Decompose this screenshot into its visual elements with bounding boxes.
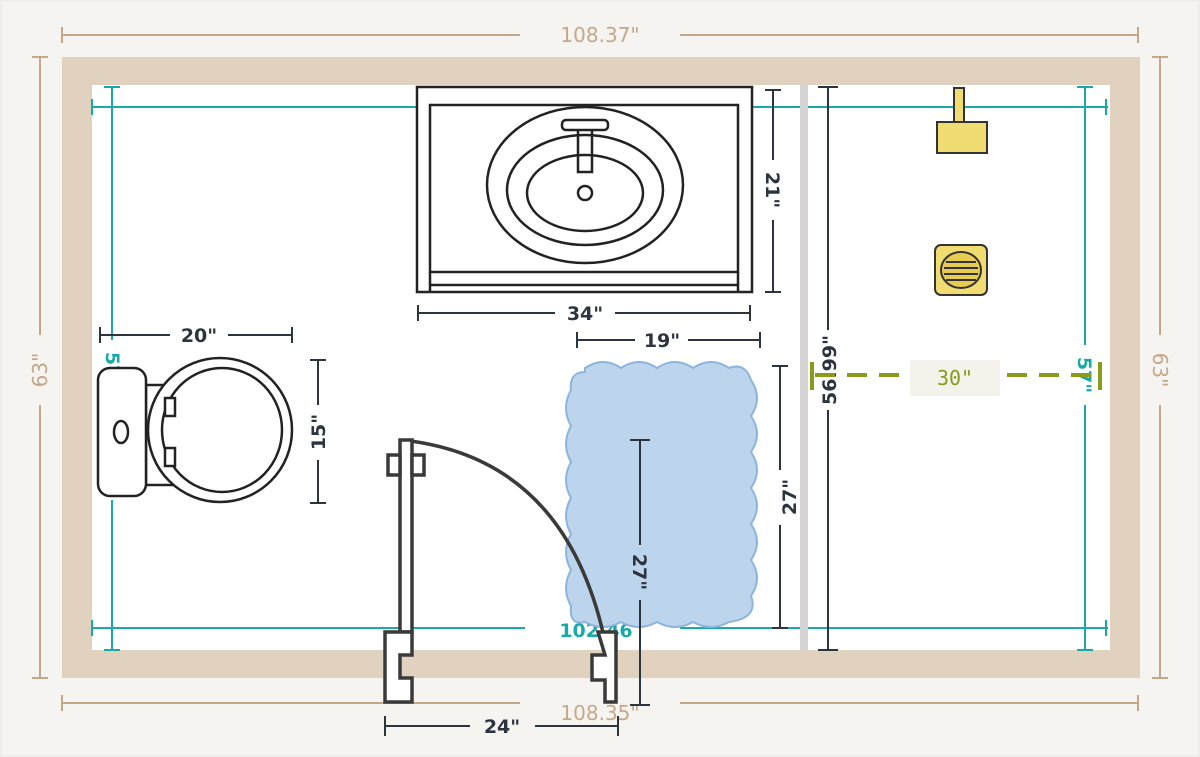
shower-head-icon	[936, 87, 988, 154]
shower-width-label-bg	[910, 360, 1000, 396]
rug-inner-height-dimension	[630, 439, 650, 706]
floor-drain-icon	[934, 244, 988, 296]
outer-dimensions	[32, 27, 1168, 711]
vanity-depth-dimension	[765, 89, 781, 293]
rug-side-height-dimension	[772, 365, 788, 629]
bath-rug[interactable]	[565, 361, 758, 628]
shower-width-label: 30"	[937, 366, 973, 390]
outer-height-right-label: 63"	[1148, 353, 1172, 388]
toilet-depth-dimension	[310, 359, 326, 504]
rug-width-label: 19"	[644, 330, 680, 352]
rug-width-dimension	[576, 332, 761, 348]
divider-height-label: 56.99"	[819, 335, 841, 405]
toilet-depth-label: 15"	[308, 414, 330, 450]
door-width-label: 24"	[484, 716, 520, 738]
rug-side-height-label: 27"	[779, 479, 801, 515]
vanity-width-dimension	[417, 305, 751, 321]
vanity-sink[interactable]	[415, 85, 754, 294]
toilet-width-dimension	[99, 327, 293, 343]
vanity-depth-label: 21"	[761, 172, 783, 208]
outer-width-top-label: 108.37"	[560, 23, 639, 47]
toilet[interactable]	[96, 356, 294, 504]
outer-width-bottom-label: 108.35"	[560, 701, 639, 725]
rug-inner-height-label: 27"	[628, 554, 650, 590]
door-width-dimension	[384, 716, 619, 736]
shower-divider	[800, 85, 808, 650]
door[interactable]	[383, 438, 618, 704]
vanity-width-label: 34"	[567, 303, 603, 325]
outer-height-left-label: 63"	[28, 353, 52, 388]
toilet-width-label: 20"	[181, 325, 217, 347]
